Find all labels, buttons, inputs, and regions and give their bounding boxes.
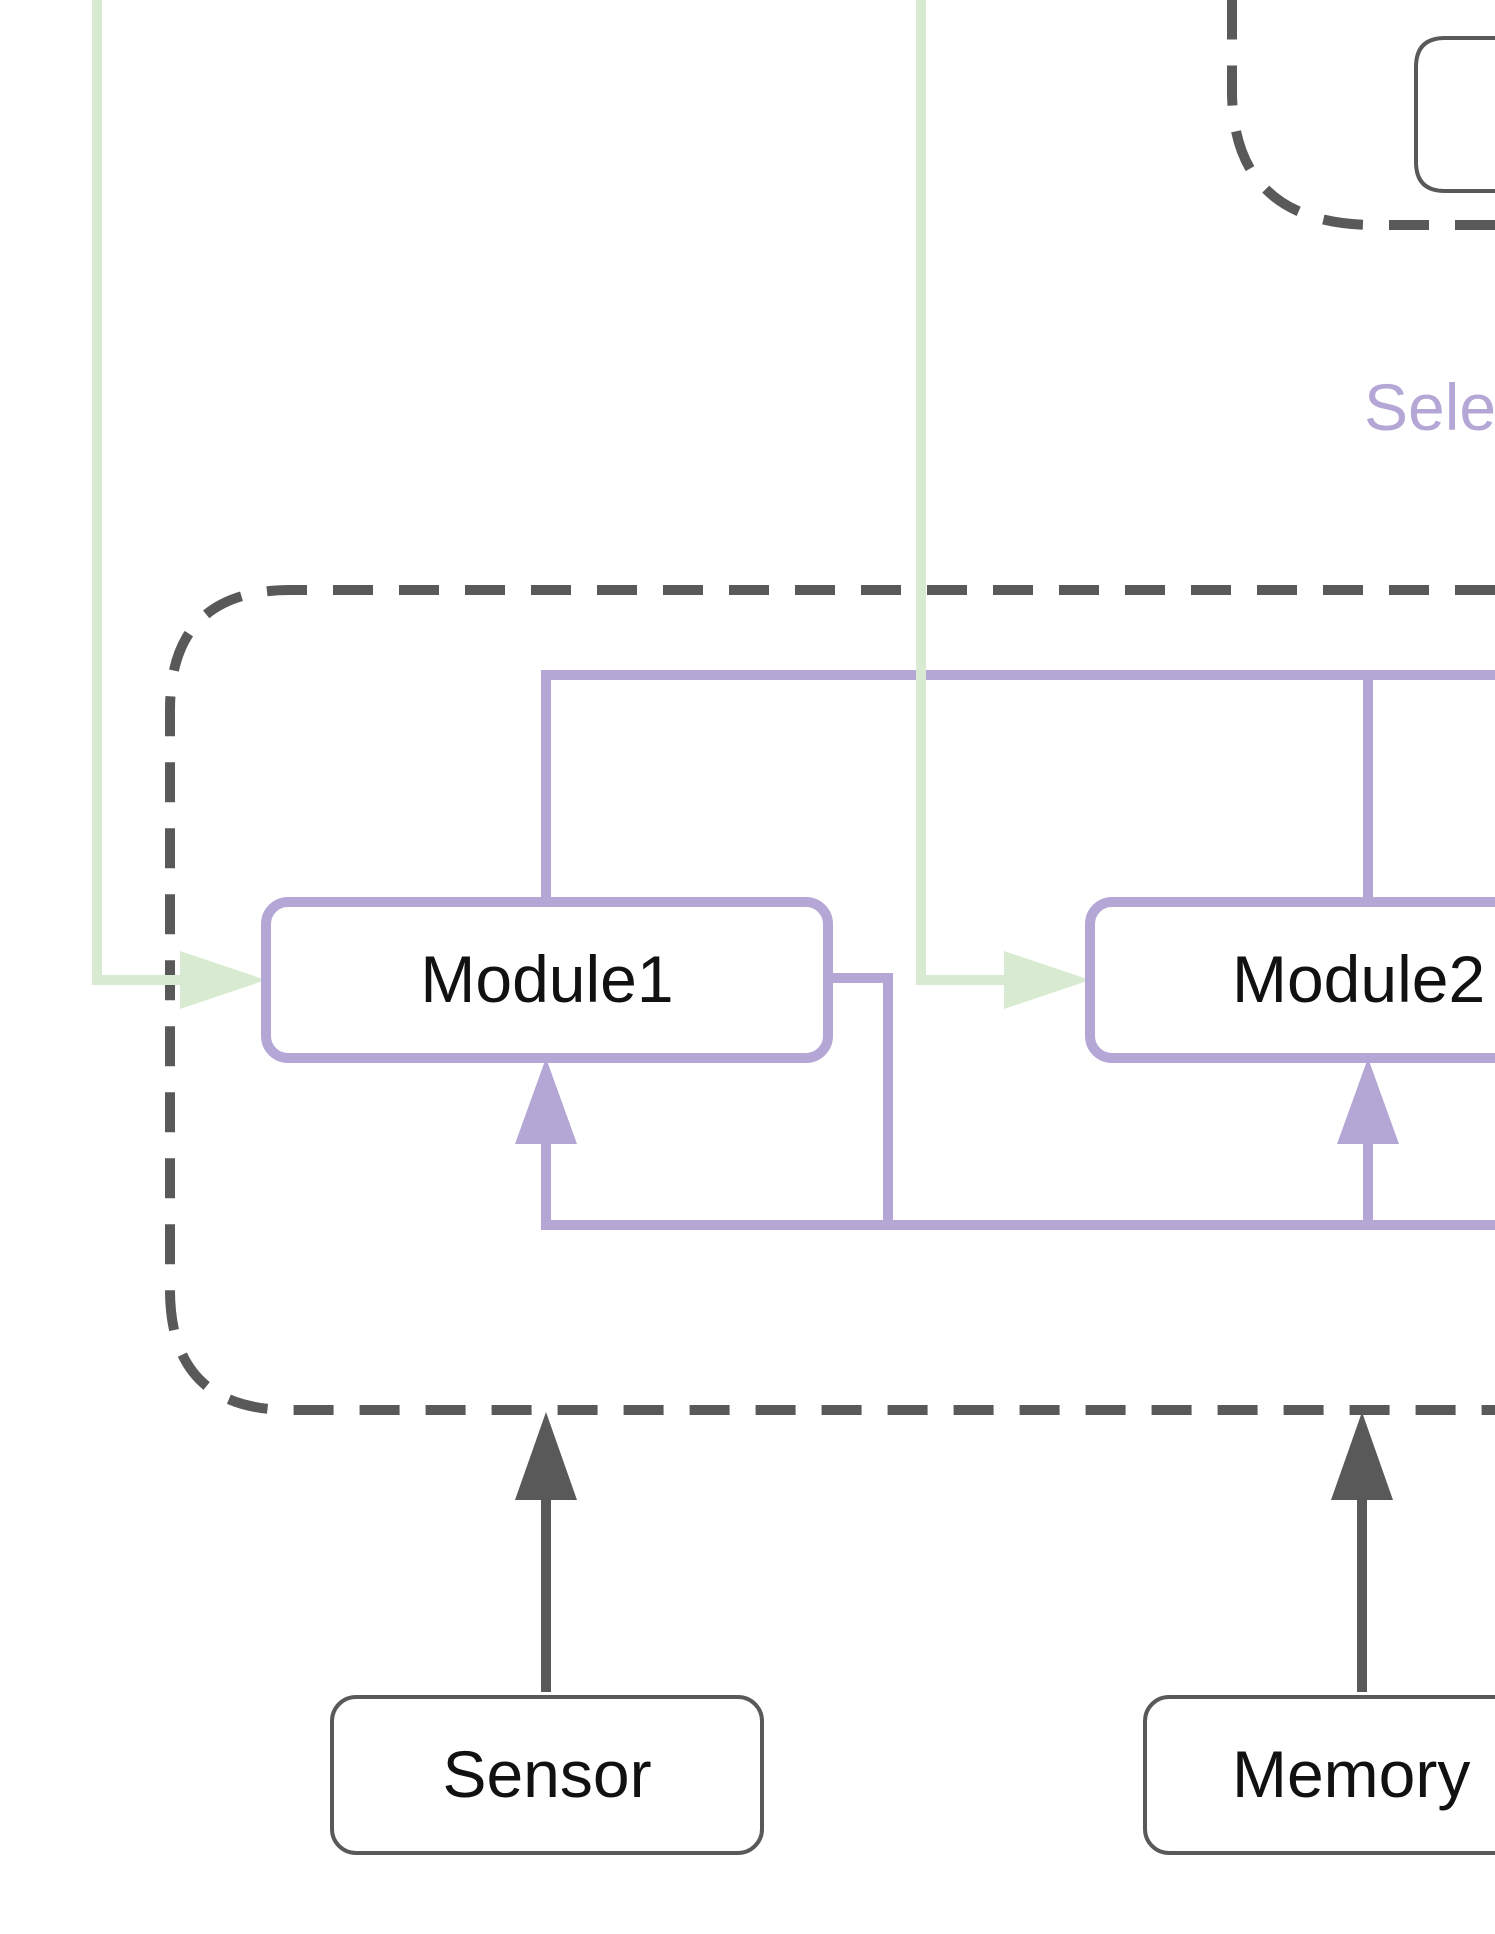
module2-node: Module2 bbox=[1085, 897, 1495, 1063]
sensor-label: Sensor bbox=[442, 1737, 651, 1811]
module1-node: Module1 bbox=[261, 897, 833, 1063]
green-arrowhead-module1 bbox=[180, 951, 266, 1009]
module2-label: Module2 bbox=[1232, 942, 1485, 1016]
top-partial-box bbox=[1414, 36, 1495, 193]
main-dashed-container bbox=[165, 585, 1495, 1415]
green-line-to-module1 bbox=[92, 0, 190, 985]
green-arrowhead-module2 bbox=[1004, 951, 1090, 1009]
green-line-to-module2 bbox=[916, 0, 1010, 985]
memory-label: Memory bbox=[1232, 1737, 1470, 1811]
memory-arrowhead bbox=[1331, 1412, 1393, 1500]
arrowhead-into-module1 bbox=[515, 1058, 577, 1144]
purple-module1-output bbox=[828, 973, 893, 1225]
arrowhead-into-module2 bbox=[1337, 1058, 1399, 1144]
purple-top-bus bbox=[541, 670, 1495, 900]
module1-label: Module1 bbox=[420, 942, 673, 1016]
select-label: Sele bbox=[1364, 370, 1495, 444]
memory-node: Memory bbox=[1143, 1695, 1495, 1855]
sensor-node: Sensor bbox=[330, 1695, 764, 1855]
top-dashed-container bbox=[1227, 0, 1495, 230]
sensor-arrowhead bbox=[515, 1412, 577, 1500]
